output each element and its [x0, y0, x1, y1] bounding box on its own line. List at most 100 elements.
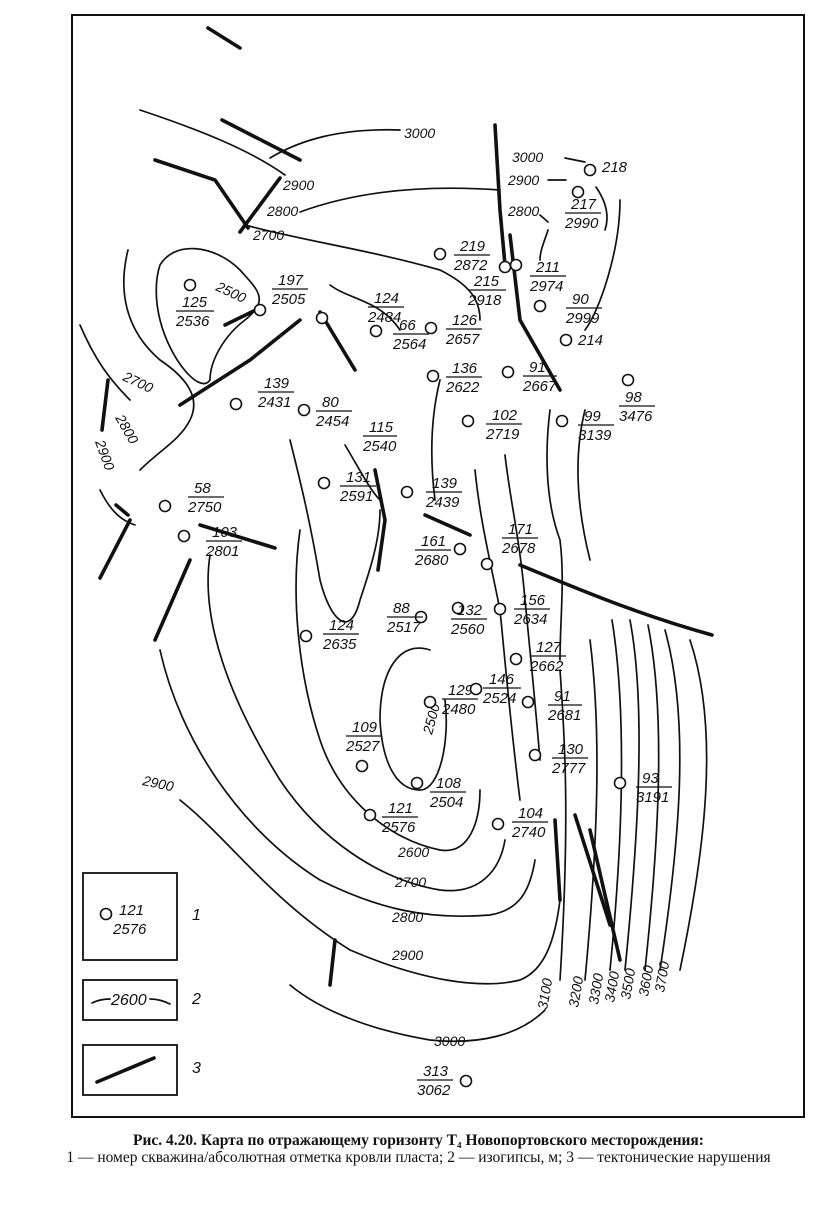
well-elevation: 2439: [425, 494, 460, 511]
isohypse-label: 3300: [585, 972, 606, 1006]
well-elevation: 2536: [175, 313, 210, 330]
well: 214: [559, 332, 603, 349]
well-elevation: 2480: [441, 701, 476, 718]
well-number: 109: [352, 719, 378, 736]
well-number: 136: [452, 360, 478, 377]
well-number: 215: [473, 273, 500, 290]
well-marker-icon: [555, 414, 569, 428]
well-marker-icon: [355, 759, 369, 773]
fault: [493, 123, 507, 267]
fault: [518, 563, 714, 637]
well-number: 124: [329, 617, 354, 634]
isohypse-label: 3000: [434, 1033, 465, 1049]
isohypse-3200: [584, 639, 598, 981]
well-marker-icon: [315, 311, 329, 325]
well-marker-icon: [158, 499, 172, 513]
well-elevation: 2622: [445, 379, 480, 396]
legend-isohypse-line: [91, 998, 111, 1004]
isohypse-2900-north: [139, 109, 286, 176]
fault: [238, 176, 282, 234]
well-marker-icon: [297, 403, 311, 417]
well-marker-icon: [423, 695, 437, 709]
well-elevation: 2524: [482, 690, 516, 707]
well-marker-icon: [299, 629, 313, 643]
well-elevation: 2454: [315, 413, 349, 430]
isohypse-label: 2800: [266, 203, 298, 219]
isohypse-lines: [79, 109, 708, 1043]
well-marker-icon: [509, 258, 523, 272]
well-marker-icon: [480, 557, 494, 571]
well: 136 2622: [426, 360, 482, 396]
well-marker-icon: [583, 163, 597, 177]
well-elevation: 2560: [450, 621, 485, 638]
legend-isohypse-line: [149, 998, 171, 1005]
well: 218: [583, 159, 628, 177]
well-elevation: 2431: [257, 394, 291, 411]
isohypse-east-2: [504, 454, 541, 761]
well-elevation: 2635: [322, 636, 357, 653]
well-number: 313: [423, 1063, 449, 1080]
well-elevation: 2681: [547, 707, 581, 724]
well-marker-icon: [498, 260, 512, 274]
well-number: 126: [452, 312, 478, 329]
isohypse-label: 2900: [282, 177, 314, 193]
well-elevation: 2801: [205, 543, 239, 560]
well-marker-icon: [317, 476, 331, 490]
isohypse-3000-ne: [564, 157, 586, 163]
well-number: 214: [577, 332, 603, 349]
well-marker-icon: [559, 333, 573, 347]
structure-map: 3000 2900 2800 2700 3000 2900 2800 2500 …: [79, 26, 714, 1099]
well-number: 217: [570, 196, 597, 213]
well-number: 127: [536, 639, 562, 656]
well-marker-icon: [501, 365, 515, 379]
well-marker-icon: [521, 695, 535, 709]
well-elevation: 2999: [565, 310, 600, 327]
isohypse-3500: [644, 624, 660, 971]
well-marker-icon: [493, 602, 507, 616]
fault: [98, 518, 132, 580]
well: 90 2999: [533, 291, 602, 327]
isohypse-3100: [559, 669, 567, 981]
well-elevation: 2667: [522, 378, 557, 395]
isohypse-label: 3400: [601, 970, 622, 1004]
well-number: 218: [601, 159, 628, 176]
isohypse-label: 3700: [651, 960, 672, 994]
well-elevation: 3139: [578, 427, 612, 444]
well-elevation: 2918: [467, 292, 502, 309]
isohypse-east-4: [577, 409, 591, 561]
isohypse-3300: [609, 619, 623, 971]
well-number: 125: [182, 294, 208, 311]
fault: [114, 503, 130, 517]
well-number: 90: [572, 291, 589, 308]
well-number: 93: [642, 770, 659, 787]
isohypse-2900-west: [99, 489, 136, 526]
isohypse-central-4: [289, 439, 381, 623]
well-marker-icon: [369, 324, 383, 338]
well-number: 129: [448, 682, 474, 699]
legend-box-wells: [82, 872, 178, 961]
isohypse-central-3: [344, 444, 381, 501]
isohypse-label: 2600: [397, 844, 429, 860]
isohypse-label: 3000: [512, 149, 543, 165]
isohypse-label: 3500: [617, 967, 638, 1001]
well-marker-icon: [363, 808, 377, 822]
well-elevation: 3476: [619, 408, 653, 425]
well-marker-icon: [433, 247, 447, 261]
isohypse-label: 2700: [120, 368, 156, 396]
well-elevation: 2740: [511, 824, 546, 841]
isohypse-label: 3600: [635, 964, 656, 998]
